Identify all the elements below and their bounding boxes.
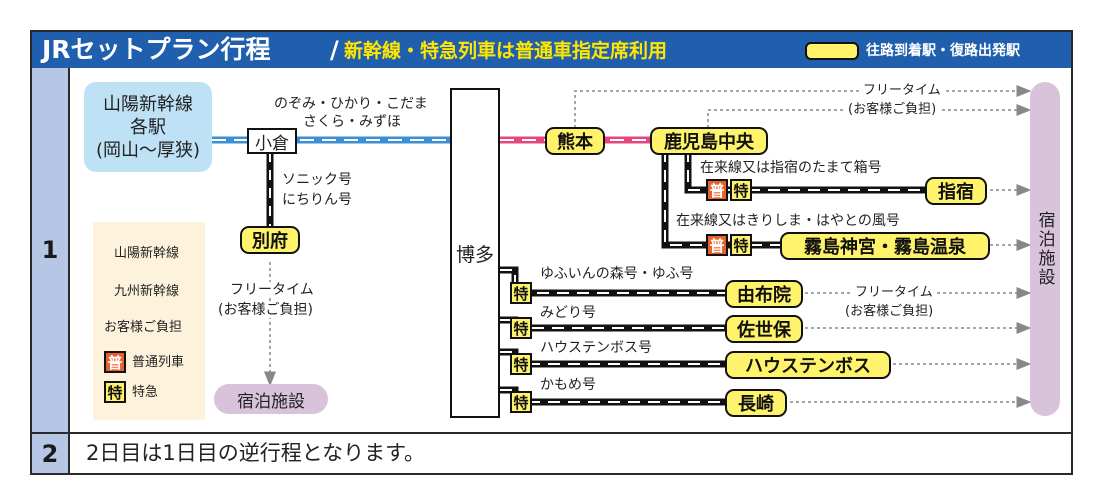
origin-box: 山陽新幹線 各駅 (岡山～厚狭) xyxy=(84,82,212,172)
legend-kyushu-label: 九州新幹線 xyxy=(114,284,180,299)
page-subtitle: 新幹線・特急列車は普通車指定席利用 xyxy=(344,40,668,62)
badge-tokkyu-ibusuki: 特 xyxy=(730,179,752,201)
train-nozomi-line2: さくら・みずほ xyxy=(303,114,401,130)
station-ibusuki: 指宿 xyxy=(925,177,987,205)
train-kamome: かもめ号 xyxy=(540,377,596,393)
legend-sanyo-label: 山陽新幹線 xyxy=(114,246,180,261)
station-beppu: 別府 xyxy=(240,226,300,254)
station-yufuin: 由布院 xyxy=(725,280,803,308)
line-kagoshima-ibusuki xyxy=(684,150,925,194)
legend-station-swatch xyxy=(805,42,859,60)
free-time-arrows xyxy=(264,85,1032,408)
badge-tokkyu-kamome: 特 xyxy=(510,391,532,413)
badge-tokkyu-yufuin: 特 xyxy=(510,282,532,304)
line-hakata-nagasaki xyxy=(500,386,725,406)
station-kumamoto: 熊本 xyxy=(545,127,605,155)
station-sasebo: 佐世保 xyxy=(725,315,803,343)
legend-station-label: 往路到着駅・復路出発駅 xyxy=(866,43,1020,59)
header-bar xyxy=(32,32,1071,68)
legend-futsu-label: 普通列車 xyxy=(132,355,185,370)
day2-text: 2日目は1日目の逆行程となります。 xyxy=(86,441,425,465)
page-title: JRセットプラン行程 xyxy=(42,35,271,64)
legend-tokkyu-badge: 特 xyxy=(104,381,126,403)
station-kirishima: 霧島神宮・霧島温泉 xyxy=(780,232,990,260)
station-kokura: 小倉 xyxy=(247,128,297,154)
badge-tokkyu-huistenbosch: 特 xyxy=(510,353,532,375)
train-kirishima-route: 在来線又はきりしま・はやとの風号 xyxy=(676,213,900,229)
legend-tokkyu-label: 特急 xyxy=(132,385,159,400)
free-time-beppu-line1: フリータイム xyxy=(228,282,316,298)
train-midori: みどり号 xyxy=(540,305,596,321)
train-huistenbosch: ハウステンボス号 xyxy=(540,340,652,356)
train-nozomi-line1: のぞみ・ひかり・こだま xyxy=(274,96,428,112)
itinerary-frame xyxy=(30,30,1073,475)
origin-line3: (岡山～厚狭) xyxy=(95,139,201,161)
row-number-2: 2 xyxy=(32,434,68,473)
badge-tokkyu-midori: 特 xyxy=(510,317,532,339)
train-ibusuki-route: 在来線又は指宿のたまて箱号 xyxy=(700,160,882,176)
train-sonic-line2: にちりん号 xyxy=(282,192,352,208)
train-yufuin: ゆふいんの森号・ゆふ号 xyxy=(540,266,694,282)
badge-futsu-kirishima: 普 xyxy=(706,234,728,256)
line-hakata-yufuin xyxy=(500,266,725,297)
free-time-beppu-line2: (お客様ご負担) xyxy=(216,302,315,318)
free-time-top-line1: フリータイム xyxy=(860,83,944,99)
row-divider-vertical xyxy=(68,68,70,473)
row-divider-horizontal xyxy=(32,432,1071,434)
line-hakata-sasebo xyxy=(500,316,725,332)
badge-tokkyu-kirishima: 特 xyxy=(730,234,752,256)
lodging-left: 宿泊施設 xyxy=(214,384,328,414)
station-nagasaki: 長崎 xyxy=(725,389,787,417)
train-sonic-line1: ソニック号 xyxy=(282,172,352,188)
free-time-yufuin-line1: フリータイム xyxy=(852,285,936,301)
station-huistenbosch: ハウステンボス xyxy=(725,351,891,379)
legend-futsu-badge: 普 xyxy=(104,351,126,373)
title-separator: / xyxy=(330,36,339,64)
legend-customer-paid-label: お客様ご負担 xyxy=(104,320,183,335)
free-time-top-line2: (お客様ご負担) xyxy=(845,102,940,118)
free-time-yufuin-line2: (お客様ご負担) xyxy=(845,304,934,319)
origin-line2: 各駅 xyxy=(130,116,166,138)
origin-line1: 山陽新幹線 xyxy=(103,93,193,115)
badge-futsu-ibusuki: 普 xyxy=(706,179,728,201)
station-hakata: 博多 xyxy=(450,88,500,418)
lodging-right: 宿泊施設 xyxy=(1030,82,1060,416)
station-kagoshima-chuo: 鹿児島中央 xyxy=(650,127,768,155)
row-number-1: 1 xyxy=(32,68,68,432)
